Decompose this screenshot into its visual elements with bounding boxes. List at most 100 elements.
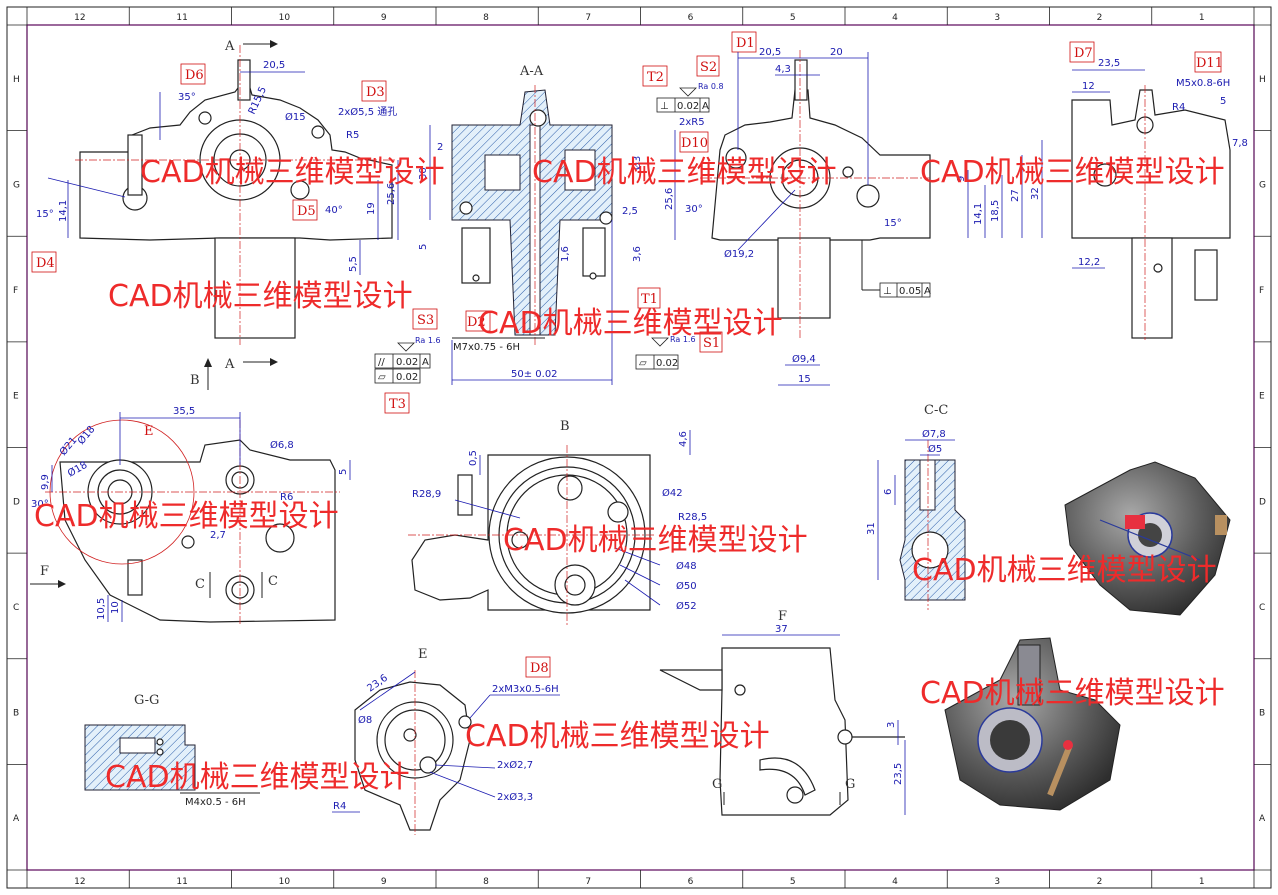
dim-c-31: 31 [866,522,877,535]
zone-row-D-left: D [13,497,20,507]
tol-flat-left-symbol: ▱ [378,372,386,383]
section-arrow-a-bottom: A [224,357,235,372]
dim-35deg: 35° [178,92,196,103]
dim-r-5: 5 [1220,96,1226,107]
side-view-top-right: D7 D11 23,5 12 M5x0.8-6H R4 5 7,8 9 14,1… [956,41,1248,340]
dim-g-m4-thread: M4x0.5 - 6H [185,797,246,808]
tol-perp-right-value: 0.05 [899,286,921,297]
tol-perp-right-datum: A [924,286,931,297]
section-a-a-title: A-A [519,64,544,79]
tol-perp-top-symbol: ⊥ [660,101,669,112]
ref-s1: S1 [703,336,720,351]
zone-row-H-left: H [13,75,20,85]
tol-parallel-symbol: // [378,357,385,368]
zone-row-E-right: E [1259,392,1265,402]
dim-25-6-a: 25,6 [386,183,397,205]
zone-col-10-bottom: 10 [279,877,291,887]
section-arrow-a-top: A [224,39,235,54]
dim-5-5: 5,5 [348,256,359,272]
zone-row-G-right: G [1259,180,1266,190]
dim-f-phi19-2: Ø19,2 [724,248,754,260]
dim-phi15: Ø15 [285,111,306,123]
tol-perp-top-datum: A [702,101,709,112]
dim-b-10: 10 [110,601,121,614]
dim-v-phi52: Ø52 [676,600,697,612]
front-view-top-middle: T2 S2 Ra 0.8 ⊥ 0.02 A D1 2xR5 D10 20,5 2… [642,31,931,386]
zone-row-A-left: A [13,814,20,824]
dim-aa-2: 2 [437,142,443,153]
dim-v-phi48: Ø48 [676,560,697,572]
ref-d11: D11 [1196,56,1223,71]
ra-s1: Ra 1.6 [670,335,696,344]
dim-e-2x-phi2-7: 2xØ2,7 [497,759,533,771]
ref-d5: D5 [297,204,316,219]
dim-f-20: 20 [830,47,843,58]
dim-m7-thread: M7x0.75 - 6H [453,342,520,353]
section-g-g-title: G-G [134,693,159,708]
dim-2x-phi5-5-through: 2xØ5,5 通孔 [338,106,397,118]
dim-f-2xr5: 2xR5 [679,117,705,128]
zone-col-8-bottom: 8 [483,877,489,887]
ref-d1: D1 [736,36,755,51]
dim-b-30deg: 30° [31,499,49,510]
dim-r-7-8: 7,8 [1232,138,1248,149]
watermark-6: CAD机械三维模型设计 [34,499,339,534]
watermark-5: CAD机械三维模型设计 [478,306,783,341]
dim-b-2-7: 2,7 [210,530,226,541]
render-3d-top [1064,461,1231,616]
ref-d2-partial: D2 [467,315,486,330]
dim-15deg: 15° [36,209,54,220]
tol-parallel-datum: A [422,357,429,368]
dim-fv-37: 37 [775,624,788,635]
ref-d7: D7 [1074,46,1093,61]
dim-r-12-2: 12,2 [1078,257,1100,268]
dim-c-6: 6 [883,489,894,495]
tol-perp-right-symbol: ⊥ [883,286,892,297]
zone-col-9-bottom: 9 [381,877,387,887]
zone-col-5-bottom: 5 [790,877,796,887]
dim-aa-5: 5 [418,244,429,250]
zone-col-1-top: 1 [1199,13,1205,23]
dim-c-phi7-8: Ø7,8 [922,428,946,440]
ra-s3: Ra 1.6 [415,336,441,345]
zone-col-11-top: 11 [176,13,187,23]
section-arrow-g-left: G [712,777,722,792]
ref-d8: D8 [530,661,549,676]
zone-col-8-top: 8 [483,13,489,23]
dim-20-5-a: 20,5 [263,60,285,71]
zone-col-1-bottom: 1 [1199,877,1205,887]
section-a-a: A-A 30 2 5 1,6 2,5 3,6 Ø3 D2 M7x0.75 - 6… [418,64,643,385]
watermark-9: CAD机械三维模型设计 [920,676,1225,711]
dim-e-r4: R4 [333,801,346,812]
dim-50-tol: 50± 0.02 [511,369,558,380]
dim-b-r6: R6 [280,492,293,503]
zone-col-2-bottom: 2 [1097,877,1103,887]
zone-row-B-right: B [1259,709,1265,719]
ref-d6: D6 [185,68,204,83]
dim-r-32: 32 [1030,187,1041,200]
zone-row-F-left: F [13,286,18,296]
dim-c-phi5: Ø5 [928,443,942,455]
render-3d-bottom [944,637,1121,811]
zone-row-A-right: A [1259,814,1266,824]
ref-d10: D10 [681,136,708,151]
zone-col-7-bottom: 7 [585,877,591,887]
zone-col-6-top: 6 [688,13,694,23]
dim-b-5: 5 [338,469,349,475]
dim-b-10-5: 10,5 [96,598,107,620]
dim-aa-phi3: Ø3 [631,156,643,170]
zone-col-9-top: 9 [381,13,387,23]
section-arrow-g-right: G [845,777,855,792]
dim-v-0-5: 0,5 [468,450,479,466]
dim-aa-1-6: 1,6 [560,246,571,262]
tol-flat-left-value: 0.02 [396,372,418,383]
section-arrow-c-left: C [195,577,205,592]
dim-r-18-5: 18,5 [990,200,1001,222]
dim-f-15deg: 15° [884,218,902,229]
dim-v-r28-9: R28,9 [412,489,441,500]
dim-v-phi50: Ø50 [676,580,697,592]
dim-fv-3: 3 [886,722,897,728]
tolerance-block-mid: T1 Ra 1.6 S1 ▱ 0.02 [635,287,723,370]
view-f: F 37 3 23,5 G G [659,609,906,816]
